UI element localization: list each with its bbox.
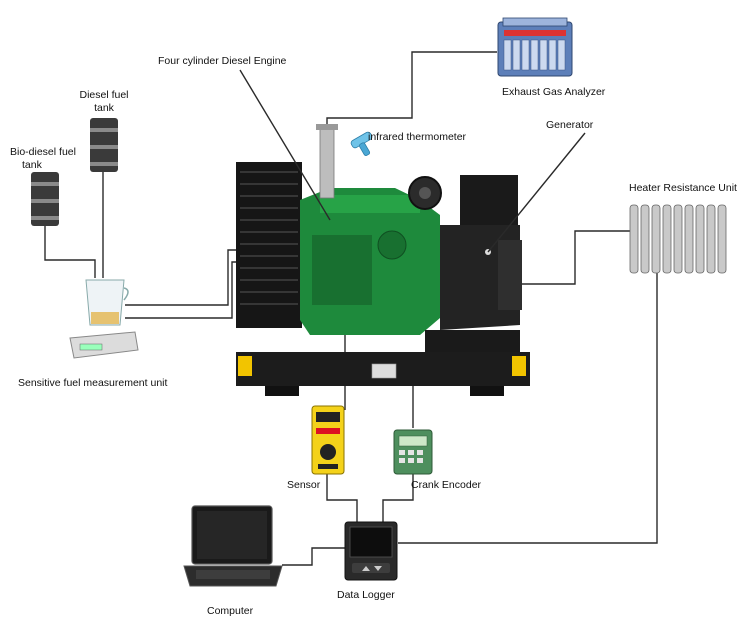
engine-pointer [239,69,331,221]
diesel-fuel-tank-icon [90,118,118,172]
sensor-icon [311,405,345,475]
sensor-label: Sensor [287,479,321,491]
heater-resistance-unit-label: Heater Resistance Unit [629,182,737,194]
four-cylinder-engine-label: Four cylinder Diesel Engine [158,55,287,67]
connection-lines [44,51,658,566]
biodiesel-fuel-tank-label-line1: Bio-diesel fuel [10,146,76,158]
diesel-fuel-tank-label-line2: tank [94,102,115,114]
exhaust-gas-analyzer-icon [497,17,573,77]
computer-laptop-icon [183,505,283,587]
diesel-fuel-tank-label-line1: Diesel fuel [79,89,128,101]
heater-resistance-unit-icon [629,204,727,274]
infrared-thermometer-label: infrared thermometer [368,131,467,143]
crank-encoder-label: Crank Encoder [411,479,482,491]
fuel-measurement-unit-label: Sensitive fuel measurement unit [18,377,167,389]
crank-encoder-icon [393,429,433,475]
data-logger-label: Data Logger [337,589,395,601]
computer-label: Computer [207,605,254,617]
generator-label: Generator [546,119,594,131]
biodiesel-fuel-tank-label-line2: tank [22,159,43,171]
generator-pointer [487,132,586,253]
biodiesel-fuel-tank-icon [31,172,59,226]
fuel-measurement-unit-icon [69,279,139,359]
data-logger-icon [344,521,398,581]
infrared-thermometer-icon [350,131,373,156]
diesel-generator-set [236,124,530,396]
exhaust-gas-analyzer-label: Exhaust Gas Analyzer [502,86,606,98]
